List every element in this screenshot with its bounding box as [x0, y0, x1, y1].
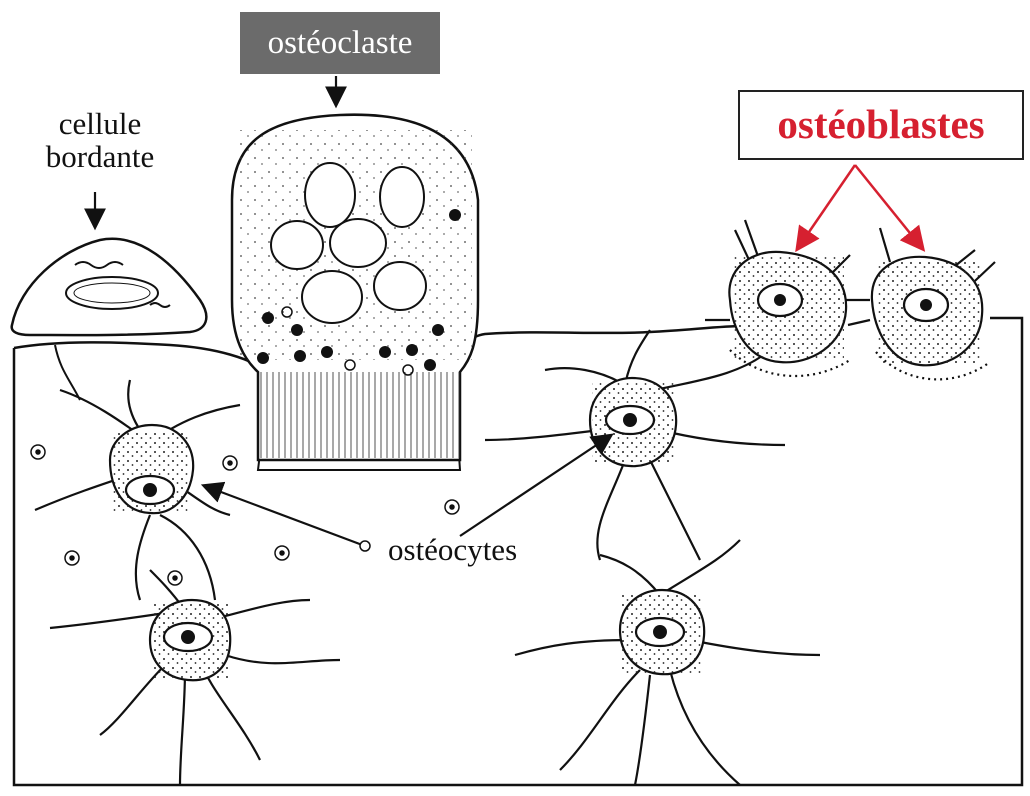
- label-cellule-bordante: cellule bordante: [20, 108, 180, 173]
- osteocyte-left-bottom: [50, 570, 340, 785]
- label-osteoclaste-text: ostéoclaste: [268, 26, 413, 61]
- label-cellule-line1: cellule: [20, 108, 180, 141]
- osteocyte-right-top: [485, 330, 785, 560]
- osteoblast-left: [705, 220, 870, 376]
- label-osteoclaste: ostéoclaste: [240, 12, 440, 74]
- label-osteocytes: ostéocytes: [388, 534, 517, 567]
- label-cellule-line2: bordante: [20, 141, 180, 174]
- arrow-to-osteoblast-right: [855, 165, 922, 248]
- osteocyte-left-top: [35, 380, 240, 600]
- arrow-to-osteocyte-left: [205, 486, 365, 546]
- osteoblast-right: [848, 228, 995, 379]
- osteocyte-right-bottom: [515, 540, 820, 785]
- arrow-to-osteocyte-right: [460, 436, 610, 536]
- arrow-to-osteoblast-left: [798, 165, 855, 248]
- bone-matrix: [14, 318, 1022, 785]
- lining-cell: [12, 239, 207, 400]
- osteoclast-cell: [232, 115, 478, 460]
- label-osteoblastes: ostéoblastes: [738, 90, 1024, 160]
- label-osteoblastes-text: ostéoblastes: [777, 103, 984, 146]
- label-osteocytes-text: ostéocytes: [388, 532, 517, 567]
